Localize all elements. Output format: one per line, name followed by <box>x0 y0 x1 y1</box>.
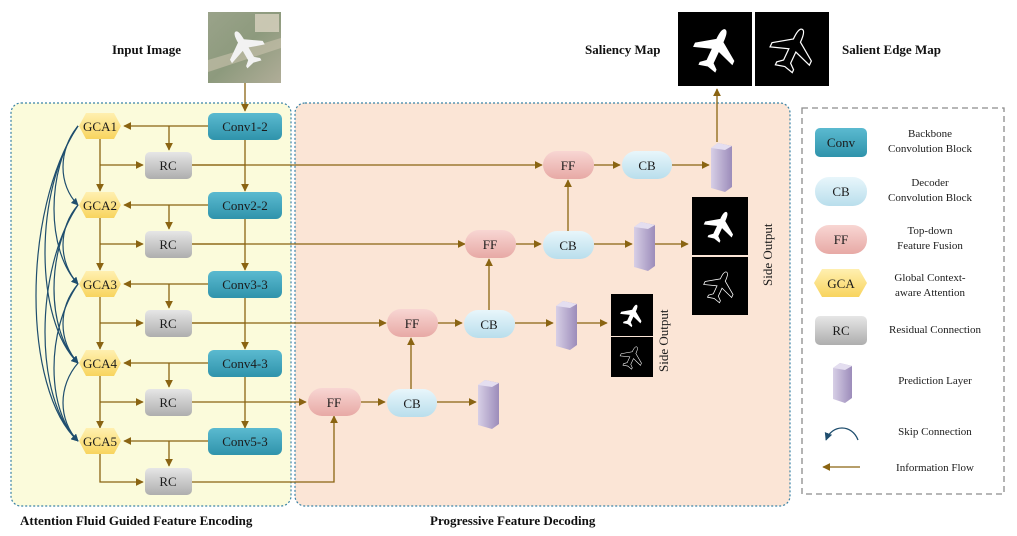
svg-text:Conv1-2: Conv1-2 <box>222 119 268 134</box>
prediction-layer-4 <box>478 380 499 429</box>
legend-gca: GCA Global Context- aware Attention <box>814 269 966 299</box>
svg-text:CB: CB <box>832 184 850 199</box>
svg-text:CB: CB <box>559 238 577 253</box>
gca-block-3: GCA3 <box>79 271 121 297</box>
svg-text:Conv3-3: Conv3-3 <box>222 277 268 292</box>
input-image-title: Input Image <box>112 42 181 57</box>
encoder-section-title: Attention Fluid Guided Feature Encoding <box>20 513 253 528</box>
ff-block-1: FF <box>543 151 594 179</box>
svg-text:Backbone: Backbone <box>908 128 952 140</box>
svg-text:Convolution Block: Convolution Block <box>888 192 973 204</box>
svg-text:CB: CB <box>480 317 498 332</box>
ff-block-2: FF <box>465 230 516 258</box>
svg-text:Residual Connection: Residual Connection <box>889 324 981 336</box>
gca-block-2: GCA2 <box>79 192 121 218</box>
ff-block-4: FF <box>308 388 361 416</box>
svg-text:Prediction Layer: Prediction Layer <box>898 375 972 387</box>
conv-block-1: Conv1-2 <box>208 113 282 140</box>
svg-text:Convolution Block: Convolution Block <box>888 143 973 155</box>
svg-text:FF: FF <box>327 395 341 410</box>
gca-block-5: GCA5 <box>79 428 121 454</box>
legend-cb: CB Decoder Convolution Block <box>815 177 973 206</box>
svg-text:RC: RC <box>159 158 176 173</box>
rc-block-3: RC <box>145 310 192 337</box>
rc-block-2: RC <box>145 231 192 258</box>
svg-text:GCA4: GCA4 <box>83 356 117 371</box>
rc-block-4: RC <box>145 389 192 416</box>
svg-text:CB: CB <box>638 158 656 173</box>
gca-block-1: GCA1 <box>79 113 121 139</box>
skip-connections <box>35 125 79 442</box>
cb-block-3: CB <box>464 310 515 338</box>
svg-text:RC: RC <box>159 395 176 410</box>
gca-block-4: GCA4 <box>79 350 121 376</box>
legend-conv: Conv Backbone Convolution Block <box>815 128 973 157</box>
rc-block-5: RC <box>145 468 192 495</box>
saliency-map-title: Saliency Map <box>585 42 660 57</box>
cb-block-4: CB <box>387 389 437 417</box>
salient-edge-map-title: Salient Edge Map <box>842 42 941 57</box>
svg-text:FF: FF <box>561 158 575 173</box>
legend-ff: FF Top-down Feature Fusion <box>815 225 963 254</box>
svg-text:GCA3: GCA3 <box>83 277 117 292</box>
svg-text:Skip Connection: Skip Connection <box>898 426 972 438</box>
legend-skip-connection: Skip Connection <box>824 426 972 441</box>
svg-text:GCA2: GCA2 <box>83 198 117 213</box>
legend-prediction-layer: Prediction Layer <box>833 363 972 403</box>
cb-block-1: CB <box>622 151 672 179</box>
legend-rc: RC Residual Connection <box>815 316 981 345</box>
cb-block-2: CB <box>543 231 594 259</box>
prediction-layer-3 <box>556 301 577 350</box>
svg-text:CB: CB <box>403 396 421 411</box>
rc-block-1: RC <box>145 152 192 179</box>
ff-block-3: FF <box>387 309 438 337</box>
svg-text:Top-down: Top-down <box>907 225 953 237</box>
svg-text:RC: RC <box>159 316 176 331</box>
side-output-small <box>611 294 653 377</box>
svg-text:RC: RC <box>832 323 849 338</box>
svg-text:GCA1: GCA1 <box>83 119 117 134</box>
conv-block-4: Conv4-3 <box>208 350 282 377</box>
svg-text:GCA5: GCA5 <box>83 434 117 449</box>
prediction-layer-2 <box>634 222 655 271</box>
side-output-label-small: Side Output <box>656 309 671 372</box>
side-output-large <box>692 197 748 315</box>
input-image <box>208 12 281 83</box>
salient-edge-map-image <box>755 12 829 86</box>
svg-text:GCA: GCA <box>827 276 855 291</box>
svg-text:Feature Fusion: Feature Fusion <box>897 240 963 252</box>
svg-text:RC: RC <box>159 474 176 489</box>
side-output-label-large: Side Output <box>760 223 775 286</box>
prediction-layer-1 <box>711 143 732 192</box>
svg-text:aware Attention: aware Attention <box>895 287 965 299</box>
conv-block-2: Conv2-2 <box>208 192 282 219</box>
svg-text:Decoder: Decoder <box>911 177 949 189</box>
saliency-map-image <box>678 12 752 86</box>
decoder-section-title: Progressive Feature Decoding <box>430 513 596 528</box>
svg-text:FF: FF <box>483 237 497 252</box>
svg-text:Conv: Conv <box>827 135 856 150</box>
conv-block-3: Conv3-3 <box>208 271 282 298</box>
svg-text:FF: FF <box>405 316 419 331</box>
svg-text:Conv4-3: Conv4-3 <box>222 356 268 371</box>
legend-information-flow: Information Flow <box>822 462 974 474</box>
svg-text:FF: FF <box>834 232 848 247</box>
svg-text:Global Context-: Global Context- <box>894 272 966 284</box>
svg-text:Conv5-3: Conv5-3 <box>222 434 268 449</box>
information-flow <box>96 83 721 486</box>
svg-text:Information Flow: Information Flow <box>896 462 974 474</box>
svg-text:RC: RC <box>159 237 176 252</box>
conv-block-5: Conv5-3 <box>208 428 282 455</box>
svg-text:Conv2-2: Conv2-2 <box>222 198 268 213</box>
